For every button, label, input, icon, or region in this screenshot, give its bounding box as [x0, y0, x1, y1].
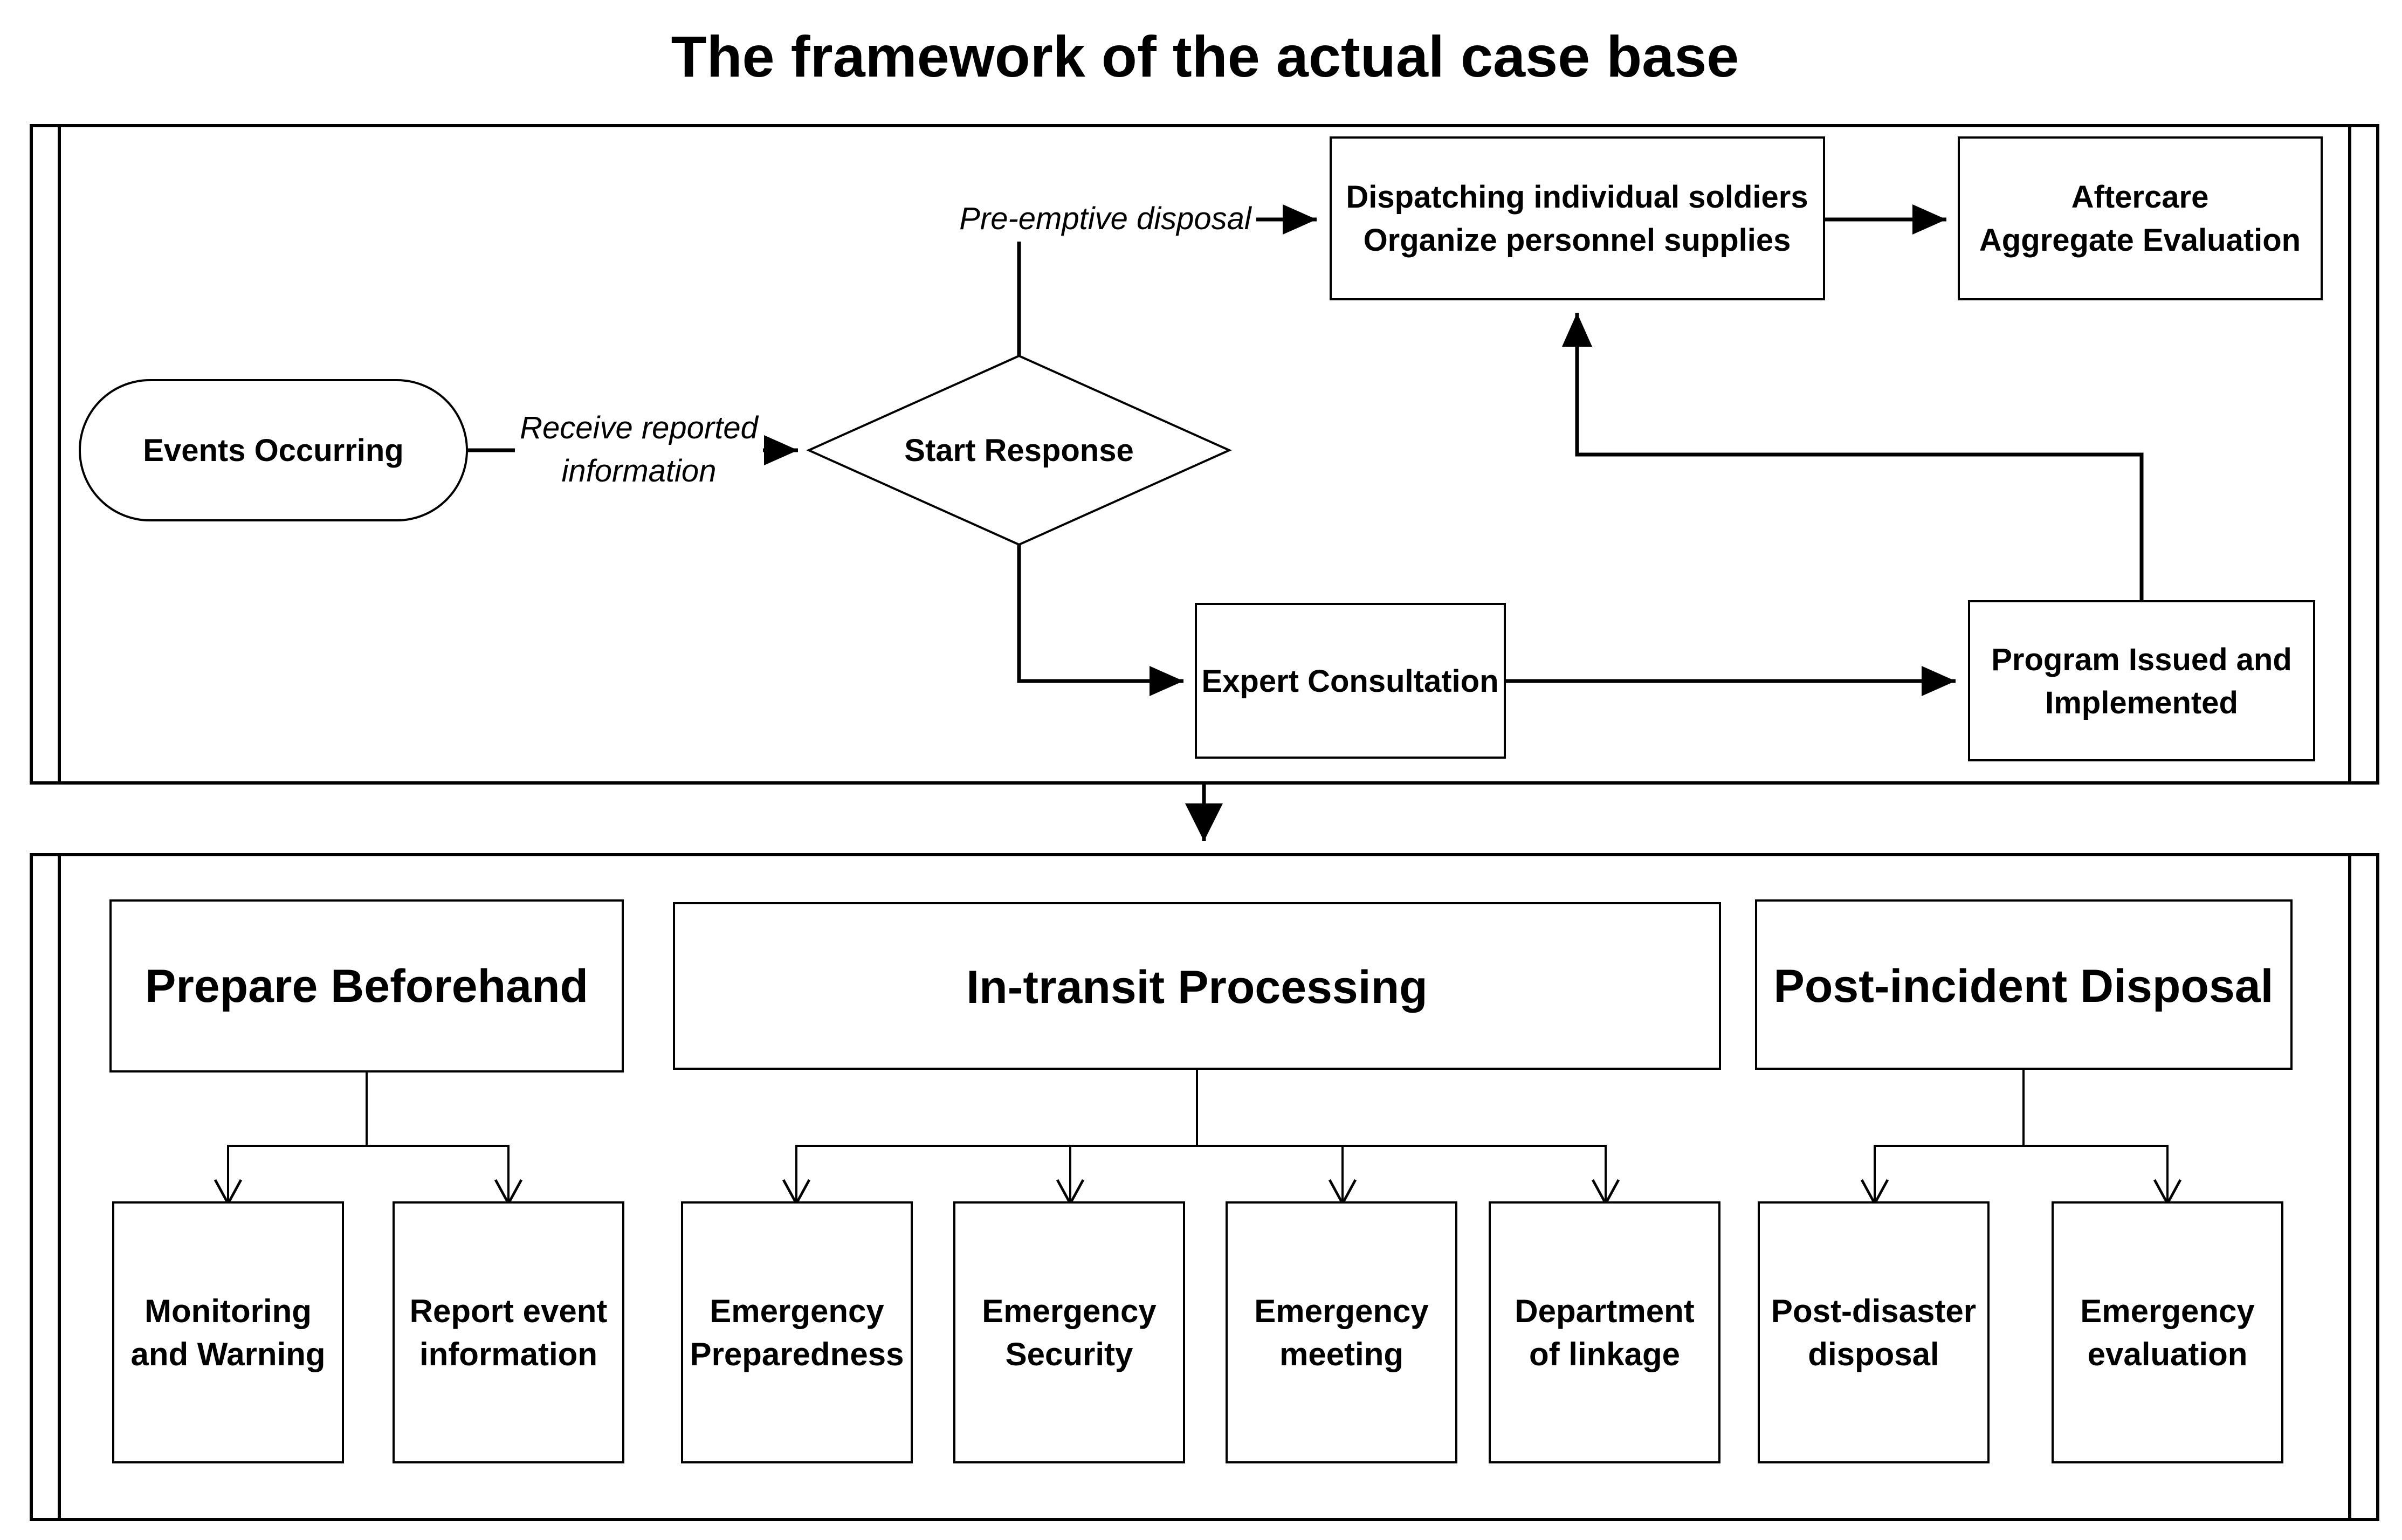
svg-text:Preparedness: Preparedness [690, 1336, 904, 1372]
svg-text:and Warning: and Warning [130, 1336, 325, 1372]
svg-text:Expert Consultation: Expert Consultation [1201, 664, 1498, 699]
svg-text:Aftercare: Aftercare [2071, 180, 2209, 215]
dispatch-node: Dispatching individual soldiers Organize… [1330, 136, 1825, 300]
diagram-title: The framework of the actual case base [671, 24, 1739, 89]
expert-consultation-node: Expert Consultation [1195, 603, 1506, 759]
svg-text:Post-incident Disposal: Post-incident Disposal [1773, 960, 2273, 1012]
svg-text:evaluation: evaluation [2088, 1336, 2248, 1372]
events-occurring-node: Events Occurring [79, 379, 468, 521]
svg-text:Emergency: Emergency [1254, 1293, 1429, 1329]
sub-emergency-preparedness: Emergency Preparedness [681, 1201, 913, 1463]
phase-in-transit-processing: In-transit Processing [673, 902, 1721, 1207]
sub-emergency-meeting: Emergency meeting [1226, 1201, 1457, 1463]
svg-text:of linkage: of linkage [1529, 1336, 1680, 1372]
phases-frame [30, 853, 2379, 1521]
svg-text:Program Issued and: Program Issued and [1991, 642, 2292, 677]
sub-post-disaster-disposal: Post-disaster disposal [1758, 1201, 1990, 1463]
svg-text:Monitoring: Monitoring [144, 1293, 312, 1329]
svg-text:information: information [419, 1336, 597, 1372]
sub-emergency-evaluation: Emergency evaluation [2052, 1201, 2283, 1463]
sub-emergency-security: Emergency Security [953, 1201, 1185, 1463]
svg-text:Emergency: Emergency [2080, 1293, 2255, 1329]
svg-text:meeting: meeting [1279, 1336, 1403, 1372]
receive-label-line-1: Receive reported [520, 410, 759, 445]
svg-text:Security: Security [1006, 1336, 1133, 1372]
svg-text:Organize personnel supplies: Organize personnel supplies [1364, 223, 1791, 258]
svg-text:Report event: Report event [410, 1293, 608, 1329]
sub-department-of-linkage: Department of linkage [1489, 1201, 1720, 1463]
svg-text:Implemented: Implemented [2045, 685, 2238, 720]
svg-text:Emergency: Emergency [982, 1293, 1157, 1329]
phase-prepare-beforehand: Prepare Beforehand [109, 899, 624, 1207]
svg-text:Emergency: Emergency [710, 1293, 884, 1329]
receive-label-line-2: information [562, 453, 717, 489]
aftercare-node: Aftercare Aggregate Evaluation [1958, 136, 2323, 300]
svg-text:In-transit Processing: In-transit Processing [966, 961, 1427, 1013]
program-issued-node: Program Issued and Implemented [1968, 600, 2315, 761]
svg-text:Dispatching individual soldier: Dispatching individual soldiers [1346, 180, 1808, 215]
preemptive-label: Pre-emptive disposal [959, 201, 1252, 236]
svg-text:disposal: disposal [1808, 1336, 1939, 1372]
svg-text:Aggregate Evaluation: Aggregate Evaluation [1979, 223, 2301, 258]
svg-text:Events Occurring: Events Occurring [143, 433, 403, 468]
svg-text:Post-disaster: Post-disaster [1771, 1293, 1976, 1329]
start-response-node: Start Response [806, 354, 1232, 546]
sub-monitoring-and-warning: Monitoring and Warning [112, 1201, 344, 1463]
phase-post-incident-disposal: Post-incident Disposal [1755, 899, 2293, 1207]
svg-text:Prepare Beforehand: Prepare Beforehand [145, 960, 588, 1012]
sub-report-event-information: Report event information [393, 1201, 624, 1463]
svg-text:Start Response: Start Response [904, 433, 1133, 468]
svg-text:Department: Department [1515, 1293, 1694, 1329]
